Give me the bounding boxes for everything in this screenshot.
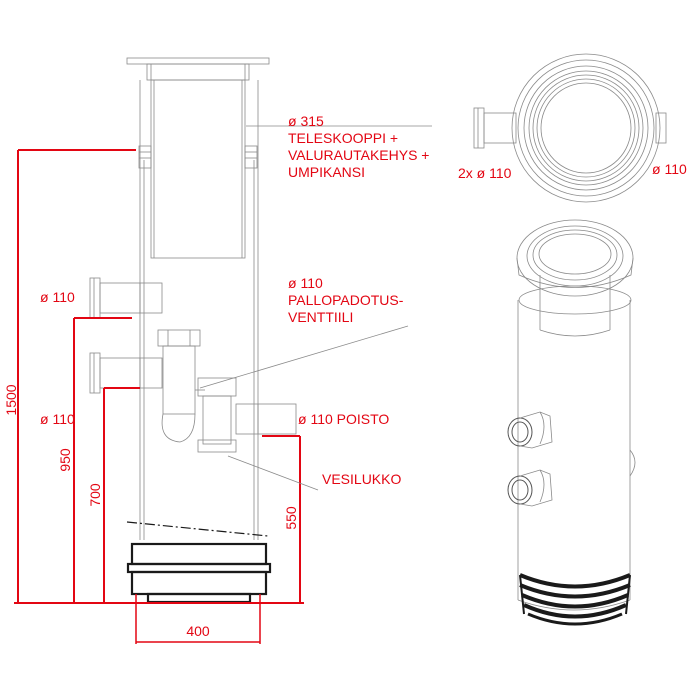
- upper-inlet-pipe: [89, 277, 163, 319]
- label-top-inlets: 2x ø 110: [458, 165, 512, 181]
- ball-valve: [157, 329, 205, 443]
- cast-iron-frame: [126, 57, 270, 81]
- label-top-outlet: ø 110: [652, 161, 687, 177]
- label-water-trap: VESILUKKO: [322, 471, 401, 487]
- dim-base-width: 400: [186, 623, 210, 639]
- label-lower-inlet: ø 110: [40, 411, 75, 427]
- label-upper-inlet: ø 110: [40, 289, 75, 305]
- leader-lines: [199, 125, 432, 491]
- label-outlet: ø 110 POISTO: [298, 411, 389, 427]
- perspective-upper-inlet: [507, 411, 553, 449]
- dim-upper-inlet-height: 950: [57, 448, 73, 472]
- ground-slope-line: [126, 521, 269, 537]
- dim-lower-inlet-height: 700: [87, 483, 103, 507]
- label-ballvalve-diameter: ø 110: [288, 275, 323, 291]
- dimension-lines: [14, 149, 304, 644]
- label-ballvalve-line3: VENTTIILI: [288, 309, 353, 325]
- perspective-base-seal: [519, 573, 631, 626]
- base-seal: [126, 542, 272, 604]
- label-telescope-line4: UMPIKANSI: [288, 164, 365, 180]
- main-well-tube: [139, 80, 259, 540]
- label-telescope-line3: VALURAUTAKEHYS +: [288, 147, 429, 163]
- label-telescope-diameter: ø 315: [288, 113, 324, 129]
- label-ballvalve-line2: PALLOPADOTUS-: [288, 292, 404, 308]
- dim-total-height: 1500: [3, 384, 19, 415]
- section-view: [89, 57, 297, 604]
- water-trap: [197, 377, 237, 453]
- telescope-pipe: [138, 79, 258, 259]
- dim-outlet-height: 550: [283, 506, 299, 530]
- outlet-pipe: [235, 403, 297, 435]
- label-telescope-line2: TELESKOOPPI +: [288, 130, 398, 146]
- perspective-view: [507, 219, 636, 626]
- top-view: [473, 53, 667, 203]
- perspective-lower-inlet: [507, 469, 553, 507]
